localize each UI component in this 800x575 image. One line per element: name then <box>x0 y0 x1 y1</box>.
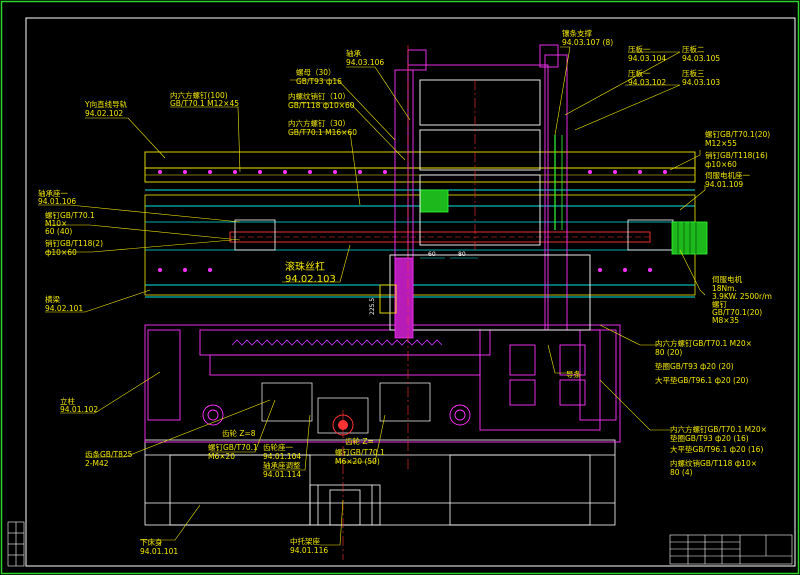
z-carriage <box>389 44 591 331</box>
label-press-plate4-l1: 压板三 <box>682 68 705 78</box>
label-servo-motor-l5: GB/T70.1(20) <box>712 308 762 317</box>
label-y-guide-l2: 94.02.102 <box>85 109 123 118</box>
label-servo-motor-l2: 18Nm. <box>712 284 737 293</box>
label-bolt-m10-l1: 螺钉GB/T70.1 <box>45 210 95 220</box>
label-pin-right-l1: 销钉GB/T118(16) <box>705 150 768 160</box>
label-pin-left-l1: 销钉GB/T118(2) <box>45 238 103 248</box>
label-screw-m6b-l2: M6×20 (50) <box>335 457 380 466</box>
label-nut-top-l2: GB/T93 ф16 <box>296 77 342 86</box>
label-nut-top-l1: 螺母（30） <box>296 67 336 77</box>
label-pinion-l1: 齿轮 Z=8 <box>222 428 256 438</box>
spindle-gear <box>379 257 414 339</box>
label-washer-a-l1: 垫圈GB/T93 ф20 (20) <box>655 361 734 371</box>
label-gear-seat-l1: 齿轮座一 <box>263 442 293 452</box>
dim-225: 225.5 <box>369 298 376 315</box>
label-press-plate1-l1: 压板一 <box>628 44 651 54</box>
label-center-bed-l1: 中托架座 <box>290 536 320 546</box>
label-pin-left-l2: ф10×60 <box>45 248 77 257</box>
label-bolt-m20b-l1: 内六方螺钉GB/T70.1 M20× <box>670 424 767 434</box>
drive-blocks <box>261 382 431 434</box>
label-center-bed-l2: 94.01.116 <box>290 546 328 555</box>
servo-motor <box>671 221 708 255</box>
label-bearing-top-l1: 轴承 <box>346 48 361 58</box>
label-screw-m6b-l1: 螺钉GB/T70.1 <box>335 447 385 457</box>
label-beam-l2: 94.02.101 <box>45 304 83 313</box>
label-pin-top-l1: 内螺纹销钉（10） <box>288 91 350 101</box>
label-pinion2-l1: 齿轮 Z= <box>345 436 374 446</box>
label-ballscrew-l2: 94.02.103 <box>285 274 336 285</box>
label-slide-bottom-l1: 导条 <box>566 369 581 379</box>
label-bolt-m12x45-l1: 内六方螺钉(100) <box>170 90 228 100</box>
label-slide-plate-l2: 94.03.107 (8) <box>562 38 613 47</box>
label-servo-seat-l2: 94.01.109 <box>705 180 743 189</box>
label-press-plate4-l2: 94.03.103 <box>682 78 720 87</box>
label-rack-l2: 2-M42 <box>85 459 109 468</box>
label-bolt-m20b-l4: 内螺纹销GB/T118 ф10× <box>670 458 757 468</box>
label-gear-seat-l2: 94.01.104 <box>263 452 301 461</box>
label-bolt-m20b-l5: 80 (4) <box>670 468 693 477</box>
inner-border <box>25 17 796 567</box>
label-servo-motor-l4: 螺钉 <box>712 299 727 309</box>
callout-labels: 内六方螺钉(100) GB/T70.1 M12×45 Y向直线导轨 94.02.… <box>38 28 772 556</box>
label-bolt-m20a-l1: 内六方螺钉GB/T70.1 M20× <box>655 338 752 348</box>
label-press-plate1-l2: 94.03.104 <box>628 54 666 63</box>
label-screw-m6a-l1: 螺钉GB/T70.1 <box>208 442 258 452</box>
label-press-plate2-l2: 94.03.105 <box>682 54 720 63</box>
label-lower-bed-l2: 94.01.101 <box>140 547 178 556</box>
label-bearing-seat-l1: 轴承座调整 <box>263 460 301 470</box>
label-bolt-m16-l1: 内六方螺钉（30） <box>288 118 350 128</box>
label-column-l2: 94.01.102 <box>60 405 98 414</box>
label-slide-seat-l1: 轴承座一 <box>38 188 68 198</box>
label-slide-plate-l1: 镶条支撑 <box>562 28 592 38</box>
label-pin-right-l2: ф10×60 <box>705 160 737 169</box>
right-green-plate <box>554 135 563 230</box>
label-ballscrew-l1: 滚珠丝杠 <box>285 260 325 273</box>
leader-lines <box>38 46 706 546</box>
label-servo-motor-l6: M8×35 <box>712 316 739 325</box>
rack-teeth <box>231 339 443 346</box>
label-bolt-m12x55-l2: M12×55 <box>705 139 737 148</box>
label-press-plate2-l1: 压板二 <box>682 44 705 54</box>
dimensions: 60 80 225.5 <box>369 251 478 315</box>
label-bolt-m10-l3: 60 (40) <box>45 227 72 236</box>
label-bolt-m16-l2: GB/T70.1 M16×60 <box>288 128 357 137</box>
label-lower-bed-l1: 下床身 <box>140 537 163 547</box>
label-pin-top-l2: GB/T118 ф10×60 <box>288 101 355 110</box>
left-side-table <box>7 521 25 567</box>
coupling <box>419 189 449 213</box>
label-bolt-m20a-l2: 80 (20) <box>655 348 682 357</box>
label-servo-motor-l3: 3.9KW. 2500r/m <box>712 292 772 301</box>
label-screw-m6a-l2: M6×20 <box>208 452 235 461</box>
label-bolt-m12x55-l1: 螺钉GB/T70.1(20) <box>705 129 770 139</box>
rail-bolts <box>158 170 667 272</box>
center-support <box>309 484 381 526</box>
ball-screw <box>229 219 674 251</box>
label-slide-seat-l2: 94.01.106 <box>38 197 76 206</box>
label-servo-seat-l1: 伺服电机座一 <box>705 170 750 180</box>
label-y-guide-l1: Y向直线导轨 <box>84 99 128 109</box>
label-bolt-m20b-l3: 大平垫GB/T96.1 ф20 (16) <box>670 444 763 454</box>
label-bolt-m20b-l2: 垫圈GB/T93 ф20 (16) <box>670 433 749 443</box>
title-block <box>669 534 793 565</box>
label-bolt-m10-l2: M10× <box>45 219 67 228</box>
label-bolt-m12x45-l2: GB/T70.1 M12×45 <box>170 99 239 108</box>
label-press-plate3-l1: 压板一 <box>628 68 651 78</box>
label-press-plate3-l2: 94.03.102 <box>628 78 666 87</box>
dim-80: 80 <box>458 251 466 258</box>
beam-frame <box>144 324 621 443</box>
label-bearing-top-l2: 94.03.106 <box>346 58 384 67</box>
label-column-l1: 立柱 <box>60 396 75 406</box>
label-servo-motor-l1: 伺服电机 <box>712 274 742 284</box>
label-beam-l1: 横梁 <box>45 294 60 304</box>
label-bearing-seat-l2: 94.01.114 <box>263 470 301 479</box>
label-washer-a-l2: 大平垫GB/T96.1 ф20 (20) <box>655 375 748 385</box>
label-rack-l1: 齿条GB/T825 <box>85 449 133 459</box>
dim-60: 60 <box>428 251 436 258</box>
